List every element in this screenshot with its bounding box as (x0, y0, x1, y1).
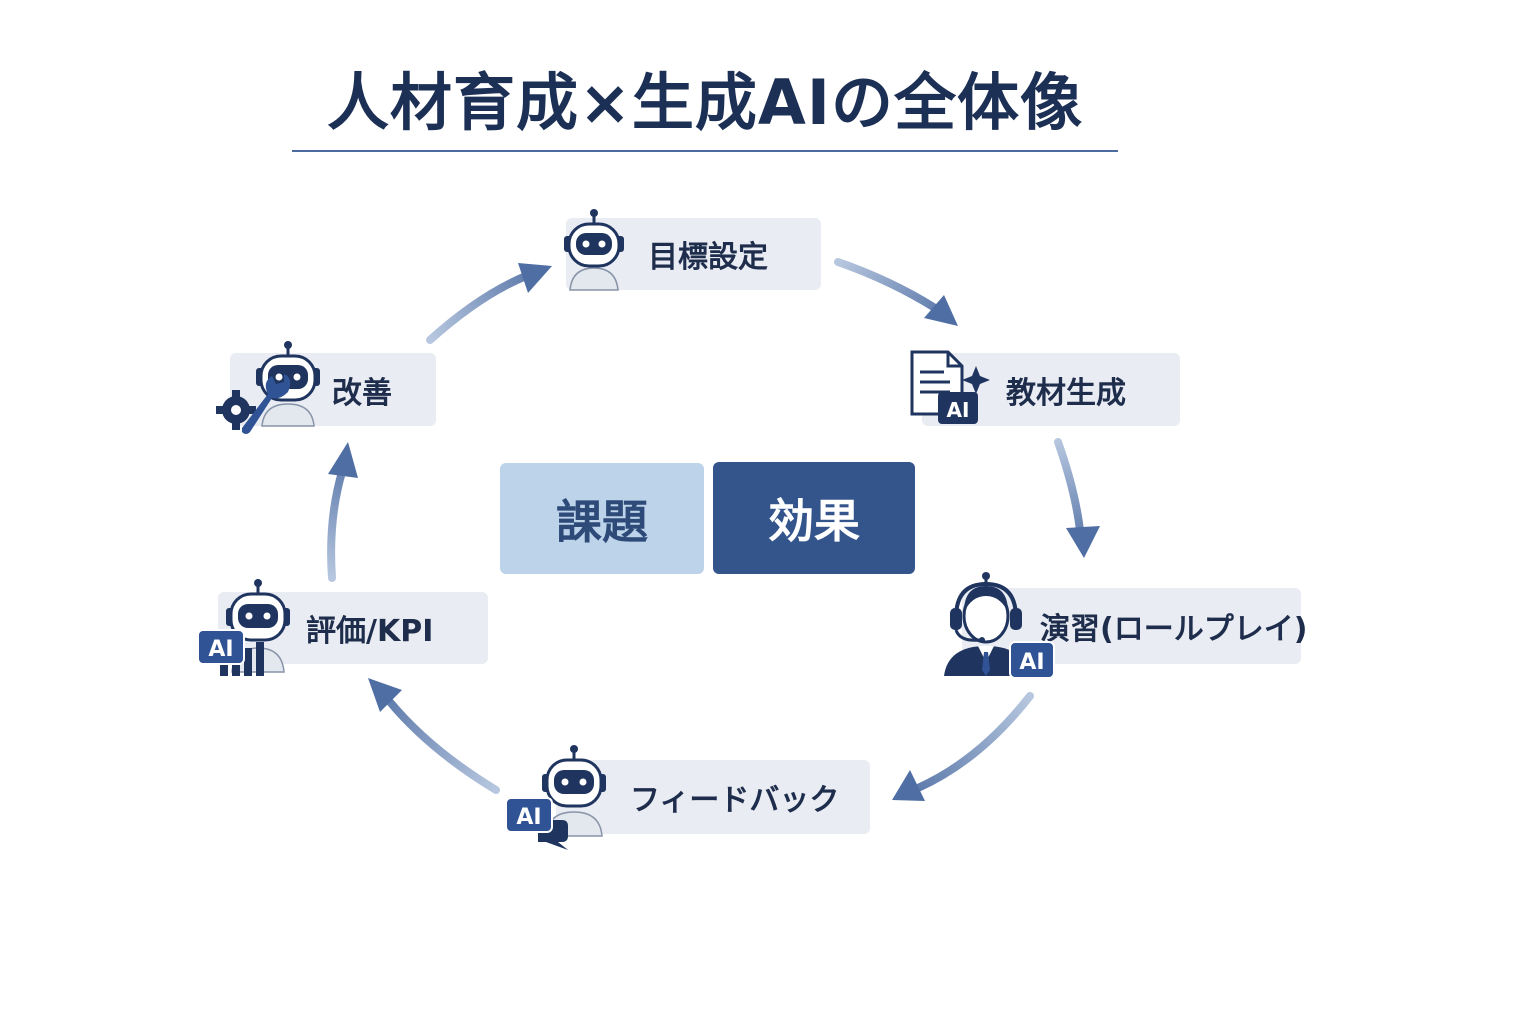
robot-icon (564, 209, 624, 291)
node-label-material-generation: 教材生成 (1006, 375, 1126, 411)
arrow-improve-to-goal (426, 263, 552, 344)
page-title: 人材育成×生成AIの全体像 (326, 66, 1083, 139)
node-label-evaluation-kpi: 評価/KPI (306, 614, 434, 649)
arrow-evaluation-to-improve (327, 442, 358, 582)
node-label-feedback: フィードバック (630, 783, 840, 818)
ai-badge-text: AI (208, 637, 233, 662)
ai-badge-text: AI (947, 398, 970, 422)
ai-chat-robot-icon: AI (505, 745, 606, 850)
robot-wrench-icon (216, 341, 320, 434)
ai-document-icon: AI (910, 350, 990, 424)
node-label-goal-setting: 目標設定 (648, 240, 768, 275)
cycle-node-feedback: フィードバック (556, 760, 870, 834)
ai-headset-operator-icon: AI (944, 572, 1055, 679)
issue-box: 課題 (500, 463, 704, 574)
arrow-practice-to-feedback (892, 692, 1034, 801)
arrow-material-to-practice (1054, 438, 1100, 558)
ai-chart-robot-icon: AI (197, 579, 290, 676)
issue-label: 課題 (556, 494, 648, 549)
title-underline (292, 150, 1118, 152)
arrow-feedback-to-evaluation (368, 678, 500, 794)
ai-badge-text: AI (516, 805, 541, 830)
node-label-practice-roleplay: 演習(ロールプレイ) (1040, 612, 1308, 647)
effect-label: 効果 (768, 494, 860, 548)
ai-badge-text: AI (1019, 650, 1044, 675)
node-label-improvement: 改善 (332, 375, 392, 411)
arrow-goal-to-material (834, 258, 958, 326)
effect-box: 効果 (713, 462, 915, 574)
